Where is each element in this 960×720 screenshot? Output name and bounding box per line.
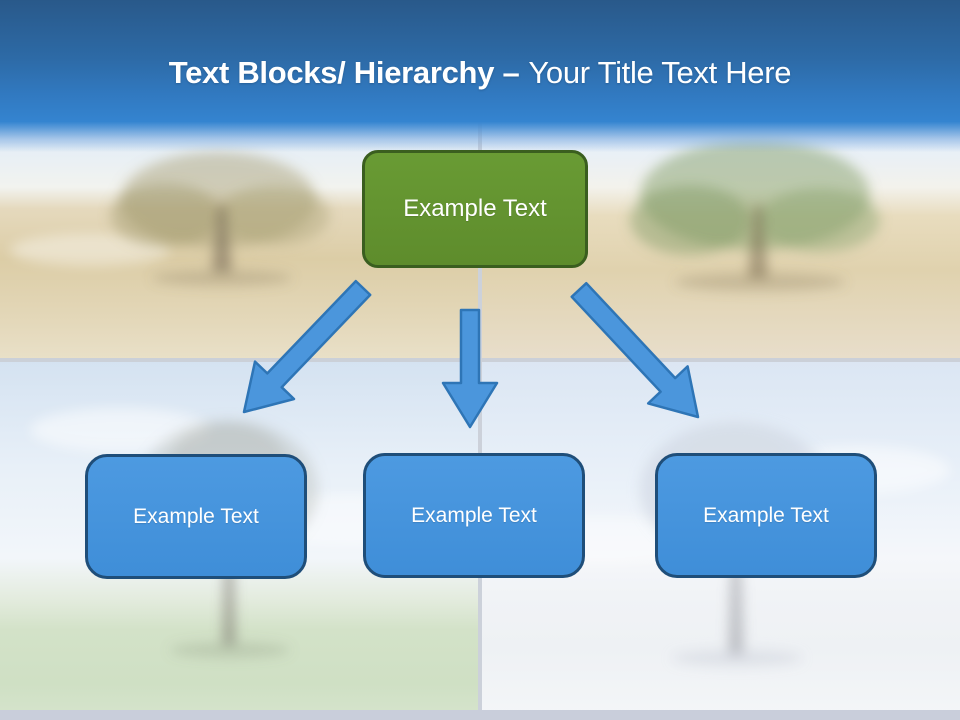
child-node-1-label: Example Text: [133, 504, 259, 528]
slide-title-bold: Text Blocks/ Hierarchy –: [168, 55, 520, 90]
arrow-down-left-icon: [242, 279, 372, 414]
child-node-3[interactable]: Example Text: [655, 453, 877, 578]
tree-summer: [630, 140, 880, 291]
tree-autumn: [110, 152, 330, 286]
arrow-down-icon: [441, 308, 499, 429]
child-node-1[interactable]: Example Text: [85, 454, 307, 579]
slide-title-regular: Your Title Text Here: [528, 55, 792, 90]
child-node-2[interactable]: Example Text: [363, 453, 585, 578]
footer-strip: [0, 710, 960, 720]
child-node-2-label: Example Text: [411, 503, 537, 527]
child-node-3-label: Example Text: [703, 503, 829, 527]
header-band: [0, 0, 960, 152]
slide-title: Text Blocks/ Hierarchy – Your Title Text…: [0, 50, 960, 96]
arrow-down-right-icon: [570, 281, 700, 419]
photo-seam-vertical: [478, 120, 482, 712]
root-node-label: Example Text: [403, 195, 547, 222]
root-node[interactable]: Example Text: [362, 150, 588, 268]
